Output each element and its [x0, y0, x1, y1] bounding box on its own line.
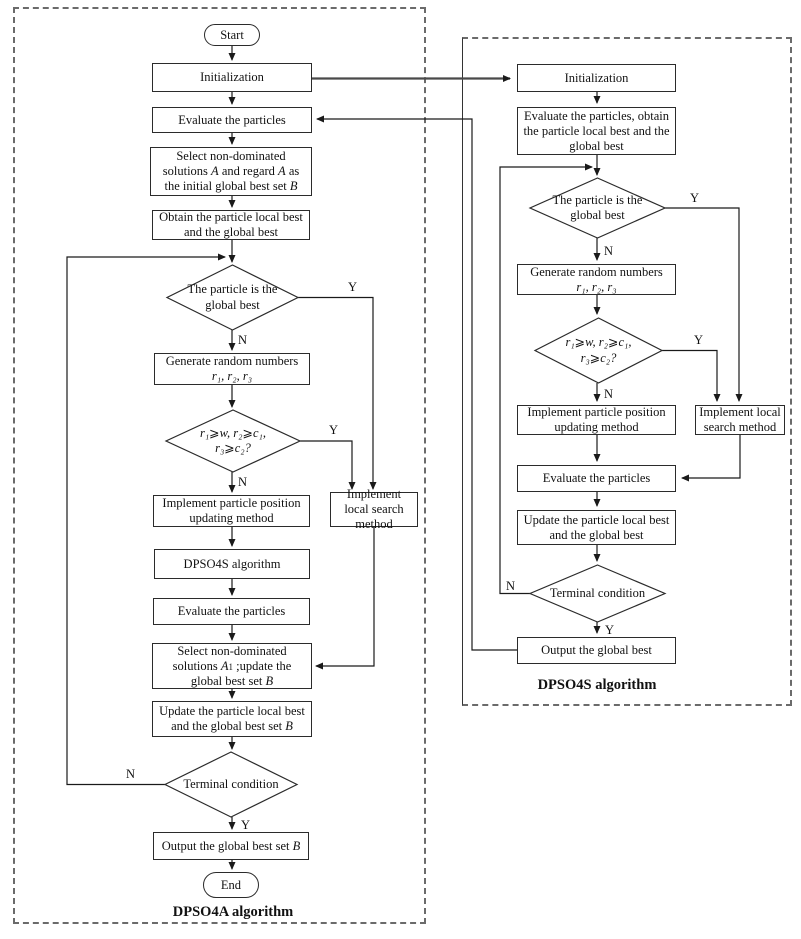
node-label: Implement particle position updating met…: [527, 405, 666, 434]
branch-label-yes: Y: [690, 191, 700, 205]
process-update-local-global-best-left: Update the particle local best and the g…: [152, 701, 312, 737]
decision-particle-global-best-right: The particle is the global best: [536, 180, 659, 236]
node-label: Update the particle local best and the g…: [523, 512, 670, 542]
node-label: DPSO4S algorithm: [183, 556, 281, 571]
node-label: The particle is the global best: [552, 192, 643, 222]
branch-label-no: N: [604, 244, 614, 258]
branch-label-yes: Y: [348, 280, 358, 294]
process-evaluate-particles-right: Evaluate the particles: [517, 465, 676, 492]
branch-label-no: N: [604, 387, 614, 401]
node-label: Update the particle local best and the g…: [159, 704, 305, 733]
branch-label-no: N: [126, 767, 136, 781]
process-evaluate-obtain-right: Evaluate the particles, obtain the parti…: [517, 107, 676, 155]
process-initialization-left: Initialization: [152, 63, 312, 92]
process-implement-position-left: Implement particle position updating met…: [153, 495, 310, 527]
node-label: Implement local search method: [344, 487, 404, 531]
process-output-global-best-left: Output the global best set B: [153, 832, 309, 860]
branch-label-no: N: [238, 475, 248, 489]
dpso4s-caption: DPSO4S algorithm: [537, 677, 657, 693]
node-label-line1: r₁⩾w, r₂⩾c₁,: [565, 335, 632, 350]
process-evaluate-particles2-left: Evaluate the particles: [153, 598, 310, 625]
node-label: End: [220, 877, 242, 892]
decision-terminal-condition-right: Terminal condition: [535, 568, 660, 619]
node-label: Implement local search method: [699, 405, 781, 434]
process-implement-local-search-left: Implement local search method: [330, 487, 418, 531]
branch-label-yes: Y: [241, 818, 251, 832]
node-label-line2: r₃⩾c₂?: [580, 350, 617, 365]
branch-label-no: N: [238, 333, 248, 347]
process-output-global-best-right: Output the global best: [517, 637, 676, 664]
branch-label-yes: Y: [694, 333, 704, 347]
node-label: Evaluate the particles: [542, 471, 651, 485]
start-terminator: Start: [204, 24, 260, 46]
decision-particle-global-best-left: The particle is the global best: [172, 267, 293, 328]
node-label: Evaluate the particles, obtain the parti…: [523, 108, 670, 153]
node-label: Select non-dominated solutions A1 ;updat…: [172, 643, 292, 688]
node-label: Select non-dominated solutions A and reg…: [162, 149, 300, 193]
process-update-local-global-best-right: Update the particle local best and the g…: [517, 510, 676, 545]
branch-label-yes: Y: [329, 423, 339, 437]
process-evaluate-particles-left: Evaluate the particles: [152, 107, 312, 133]
node-label: Output the global best set B: [161, 838, 301, 853]
decision-terminal-condition-left: Terminal condition: [170, 756, 292, 813]
process-implement-position-right: Implement particle position updating met…: [517, 405, 676, 435]
node-label: Obtain the particle local best and the g…: [159, 210, 303, 239]
node-label: The particle is the global best: [187, 282, 278, 312]
node-label: Initialization: [200, 70, 264, 84]
decision-random-condition-right: r₁⩾w, r₂⩾c₁, r₃⩾c₂?: [540, 320, 657, 381]
node-label: Terminal condition: [549, 585, 646, 600]
branch-label-no: N: [506, 579, 516, 593]
process-select-nondominated-initial: Select non-dominated solutions A and reg…: [150, 147, 312, 196]
node-label: Terminal condition: [183, 776, 279, 791]
node-label: Output the global best: [541, 643, 652, 657]
process-dpso4s-subroutine: DPSO4S algorithm: [154, 549, 310, 579]
node-label: Evaluate the particles: [177, 604, 286, 618]
dpso4a-caption: DPSO4A algorithm: [172, 904, 294, 920]
process-select-nondominated-update: Select non-dominated solutions A1 ;updat…: [152, 643, 312, 689]
node-label-line1: r₁⩾w, r₂⩾c₁,: [199, 425, 267, 440]
node-label: Start: [220, 27, 244, 42]
end-terminator: End: [203, 872, 259, 898]
node-label: Implement particle position updating met…: [162, 496, 301, 525]
decision-random-condition-left: r₁⩾w, r₂⩾c₁, r₃⩾c₂?: [171, 412, 295, 470]
node-label-line2: r₃⩾c₂?: [215, 441, 251, 455]
process-implement-local-search-right: Implement local search method: [695, 405, 785, 435]
process-initialization-right: Initialization: [517, 64, 676, 92]
branch-label-yes: Y: [605, 623, 615, 637]
node-label: Initialization: [564, 70, 629, 85]
node-label: Evaluate the particles: [178, 112, 286, 127]
process-obtain-local-global-best: Obtain the particle local best and the g…: [152, 210, 310, 240]
